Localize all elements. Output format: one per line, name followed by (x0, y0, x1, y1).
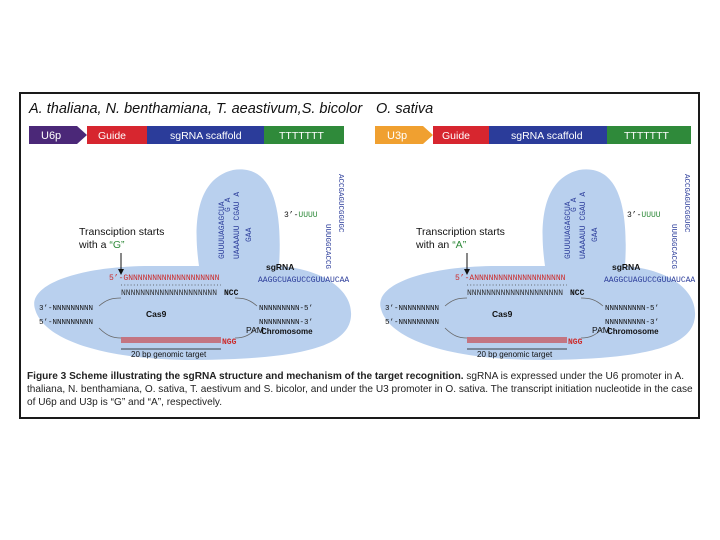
right-target-strand: NNNNNNNNNNNNNNNNNNNN (467, 289, 563, 298)
left-ngg: NGG (222, 338, 237, 347)
left-five-prime-strand: 5’-GNNNNNNNNNNNNNNNNNNN (109, 274, 220, 283)
left-three-prime-uuuu: 3’-UUUU (284, 211, 318, 220)
right-sgrna-label: sgRNA (612, 262, 640, 272)
left-dna-bend-bottom-r (234, 327, 258, 339)
figure-caption: Figure 3 Scheme illustrating the sgRNA s… (27, 370, 693, 409)
left-terminator-label: TTTTTTT (279, 130, 324, 142)
right-chromosome-label: Chromosome (607, 327, 659, 336)
left-gaa: GAA (245, 227, 254, 242)
left-promoter-arrow (29, 126, 87, 144)
left-terminator-block (264, 126, 344, 144)
caption-lead: Figure 3 Scheme illustrating the sgRNA s… (27, 371, 464, 382)
right-upper-hairpin: UUUGGCACCG (669, 224, 677, 270)
right-scaffold-stem2: UAAAAUU CGAU A (579, 192, 588, 259)
left-scaffold-label: sgRNA scaffold (170, 130, 242, 142)
left-dna-bend-top-r (234, 297, 258, 307)
left-scaffold-stem2: UAAAAUU CGAU A (233, 192, 242, 259)
right-dna-bend-top (444, 297, 468, 307)
left-dna-bend-top (98, 297, 122, 307)
right-transcription-line1: Transcription starts (416, 226, 505, 238)
right-scaffold-block (489, 126, 607, 144)
right-dna-bend-bottom (444, 327, 468, 339)
right-ngg: NGG (568, 338, 583, 347)
right-dna-top-left: 3’-NNNNNNNNN (385, 305, 439, 313)
right-genomic-target-label: 20 bp genomic target (477, 350, 553, 359)
left-loop-letters: G A (224, 197, 233, 212)
caption-body: sgRNA is expressed under the U6 promoter… (27, 371, 693, 408)
left-ncc: NCC (224, 289, 239, 298)
right-five-prime-strand: 5’-ANNNNNNNNNNNNNNNNNNN (455, 274, 566, 283)
right-promoter-arrow (375, 126, 433, 144)
right-scaffold-stem: GUUUUAGAGCUA (564, 201, 573, 259)
left-promoter-label: U6p (41, 130, 61, 142)
left-dna-bottom-left: 5’-NNNNNNNNN (39, 319, 93, 327)
left-dna-top-right: NNNNNNNNN-5’ (259, 305, 313, 313)
left-chromosome-label: Chromosome (261, 327, 313, 336)
right-loop-letters: G A (570, 197, 579, 212)
right-species-title: O. sativa (376, 101, 434, 117)
left-pam-label: PAM (246, 325, 264, 335)
left-cas9-label: Cas9 (146, 309, 167, 319)
right-transcription-line2: with an “A” (415, 239, 467, 251)
right-dna-top-right: NNNNNNNNN-5’ (605, 305, 659, 313)
right-three-prime-uuuu: 3’-UUUU (627, 211, 661, 220)
left-scaffold-block (147, 126, 264, 144)
left-panel: U6p Guide sgRNA scaffold TTTTTTT GUUUUAG… (29, 126, 352, 360)
left-transcription-line1: Transciption starts (79, 226, 164, 238)
left-guide-block (87, 126, 147, 144)
left-sgrna-label: sgRNA (266, 262, 294, 272)
right-ncc: NCC (570, 289, 585, 298)
right-panel: U3p Guide sgRNA scaffold TTTTTTT GUUUUAG… (375, 126, 695, 360)
right-dna-bottom-right: NNNNNNNNN-3’ (605, 319, 659, 327)
left-species-title: A. thaliana, N. benthamiana, T. aeastivu… (29, 101, 363, 117)
right-gaa: GAA (591, 227, 600, 242)
right-hairpin-seq: AAGGCUAGUCCGUUAUCAA (604, 276, 695, 285)
left-dna-top-left: 3’-NNNNNNNNN (39, 305, 93, 313)
left-guide-label: Guide (98, 130, 126, 142)
left-dna-bottom-right: NNNNNNNNN-3’ (259, 319, 313, 327)
left-genomic-target-label: 20 bp genomic target (131, 350, 207, 359)
right-guide-label: Guide (442, 130, 470, 142)
left-dna-bend-bottom (98, 327, 122, 339)
right-terminator-block (607, 126, 691, 144)
left-target-bar (121, 337, 221, 343)
right-dna-bend-bottom-r (580, 327, 604, 339)
left-target-strand: NNNNNNNNNNNNNNNNNNNN (121, 289, 217, 298)
diagram-canvas: U6p Guide sgRNA scaffold TTTTTTT GUUUUAG… (29, 126, 695, 360)
right-cas9-label: Cas9 (492, 309, 513, 319)
right-pam-label: PAM (592, 325, 610, 335)
right-cas9-blob (380, 169, 696, 360)
right-target-bar (467, 337, 567, 343)
left-hairpin-seq: AAGGCUAGUCCGUUAUCAA (258, 276, 349, 285)
right-promoter-label: U3p (387, 130, 407, 142)
left-transcription-line2: with a “G” (78, 239, 125, 251)
right-guide-block (433, 126, 489, 144)
right-terminal-hairpin: ACCGAGUCGGUGC (682, 174, 690, 233)
right-construct-bar: U3p Guide sgRNA scaffold TTTTTTT (375, 126, 691, 144)
left-cas9-blob (34, 169, 352, 360)
right-scaffold-label: sgRNA scaffold (511, 130, 583, 142)
left-construct-bar: U6p Guide sgRNA scaffold TTTTTTT (29, 126, 344, 144)
left-terminal-hairpin: ACCGAGUCGGUGC (336, 174, 344, 233)
right-terminator-label: TTTTTTT (624, 130, 669, 142)
right-dna-bottom-left: 5’-NNNNNNNNN (385, 319, 439, 327)
figure-panel: A. thaliana, N. benthamiana, T. aeastivu… (19, 92, 700, 419)
right-dna-bend-top-r (580, 297, 604, 307)
left-upper-hairpin: UUUGGCACCG (323, 224, 331, 270)
left-scaffold-stem: GUUUUAGAGCUA (218, 201, 227, 259)
